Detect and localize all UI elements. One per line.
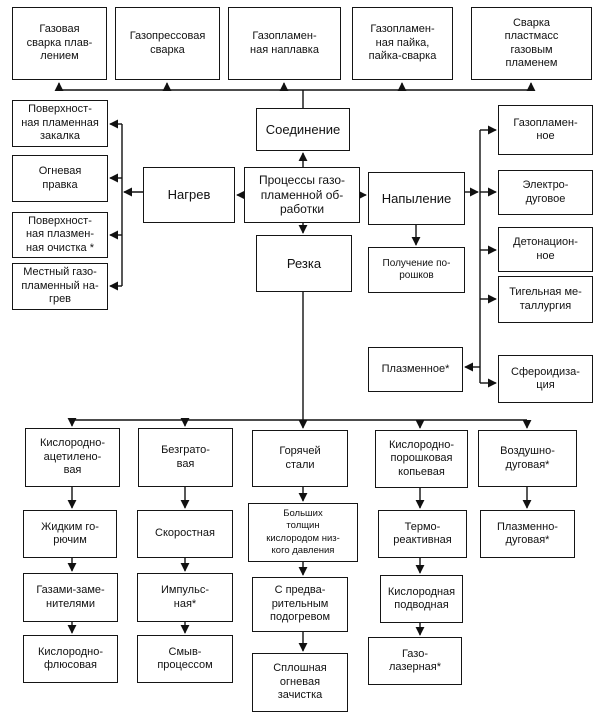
node-powder-production: Получение по- рошков xyxy=(368,247,465,293)
node-plasma-spraying: Плазменное* xyxy=(368,347,463,392)
node-plastics-welding: Сварка пластмасс газовым пламенем xyxy=(471,7,592,80)
node-electric-arc-spraying: Электро- дуговое xyxy=(498,170,593,215)
node-burr-free-cutting: Безграто- вая xyxy=(138,428,233,487)
node-oxygen-flux-cutting: Кислородно- флюсовая xyxy=(23,635,118,683)
node-detonation-spraying: Детонацион- ное xyxy=(498,227,593,272)
node-thermo-reactive-cutting: Термо- реактивная xyxy=(378,510,467,558)
node-surface-plasma-cleaning: Поверхност- ная плазмен- ная очистка * xyxy=(12,212,108,258)
node-gas-fusion-welding: Газовая сварка плав- лением xyxy=(12,7,107,80)
node-hot-steel-cutting: Горячей стали xyxy=(252,430,348,487)
node-local-flame-heating: Местный газо- пламенный на- грев xyxy=(12,263,108,310)
node-spraying: Напыление xyxy=(368,172,465,225)
node-crucible-metallurgy: Тигельная ме- таллургия xyxy=(498,276,593,323)
node-high-speed-cutting: Скоростная xyxy=(137,510,233,558)
node-air-arc-cutting: Воздушно- дуговая* xyxy=(478,430,577,487)
node-flame-processing-root: Процессы газо- пламенной об- работки xyxy=(244,167,360,223)
node-gas-press-welding: Газопрессовая сварка xyxy=(115,7,220,80)
cutting-chains xyxy=(67,487,532,652)
top-bus xyxy=(54,82,536,108)
spraying-branch xyxy=(357,125,497,388)
node-liquid-fuel-cutting: Жидким го- рючим xyxy=(23,510,117,558)
node-gas-laser-cutting: Газо- лазерная* xyxy=(368,637,462,685)
node-cutting: Резка xyxy=(256,235,352,292)
node-heavy-section-low-pressure-oxygen: Больших толщин кислородом низ- кого давл… xyxy=(248,503,358,562)
node-pulse-cutting: Импульс- ная* xyxy=(137,573,233,622)
heating-branch xyxy=(109,119,246,291)
node-flame-surfacing: Газопламен- ная наплавка xyxy=(228,7,341,80)
node-substitute-gases-cutting: Газами-заме- нителями xyxy=(23,573,118,622)
node-wash-process-cutting: Смыв- процессом xyxy=(137,635,233,683)
node-underwater-oxygen-cutting: Кислородная подводная xyxy=(380,575,463,623)
node-flame-brazing: Газопламен- ная пайка, пайка-сварка xyxy=(352,7,453,80)
node-spheroidization: Сфероидиза- ция xyxy=(498,355,593,403)
node-surface-flame-hardening: Поверхност- ная пламенная закалка xyxy=(12,100,108,147)
node-preheated-cutting: С предва- рительным подогревом xyxy=(252,577,348,632)
node-flame-spraying: Газопламен- ное xyxy=(498,105,593,155)
node-plasma-arc-cutting: Плазменно- дуговая* xyxy=(480,510,575,558)
node-continuous-flame-scarfing: Сплошная огневая зачистка xyxy=(252,653,348,712)
node-joining: Соединение xyxy=(256,108,350,151)
node-oxy-acetylene-cutting: Кислородно- ацетилено- вая xyxy=(25,428,120,487)
cutting-bus xyxy=(67,417,532,429)
node-heating: Нагрев xyxy=(143,167,235,223)
node-oxygen-powder-lance-cutting: Кислородно- порошковая копьевая xyxy=(375,430,468,488)
node-flame-straightening: Огневая правка xyxy=(12,155,108,202)
